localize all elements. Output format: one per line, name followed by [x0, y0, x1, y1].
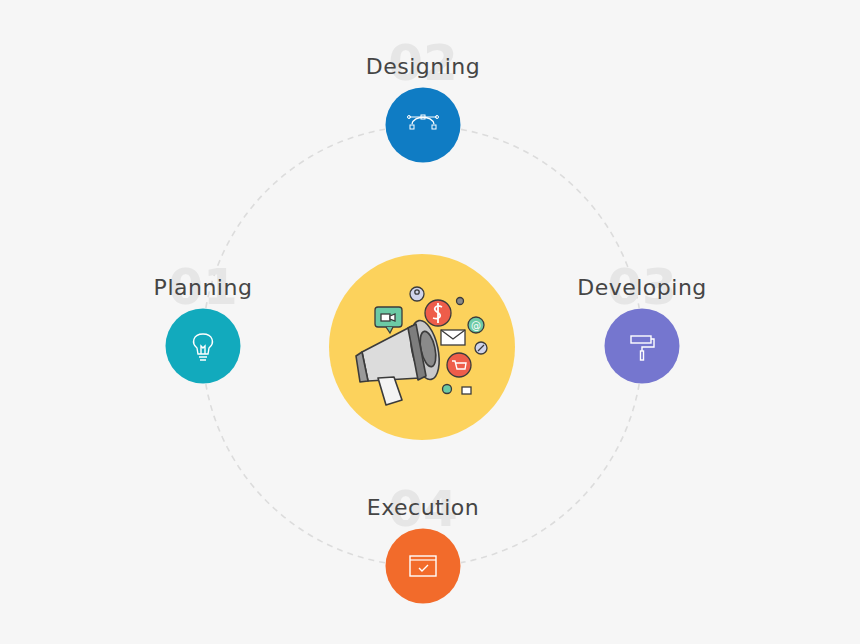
step-circle: [385, 87, 461, 163]
svg-text:@: @: [471, 320, 481, 331]
step-circle: [165, 308, 241, 384]
center-disc: [329, 254, 515, 440]
step-heading: Planning: [154, 275, 253, 300]
step-node: Execution: [367, 495, 479, 604]
step-node: Designing: [366, 54, 480, 163]
step-heading: Designing: [366, 54, 480, 79]
step-icon: [385, 528, 461, 604]
megaphone: [356, 318, 444, 405]
step-node: Developing: [577, 275, 707, 384]
marketing-icons: @: [375, 287, 487, 394]
step-heading: Execution: [367, 495, 479, 520]
step-circle: [385, 528, 461, 604]
step-icon: [165, 308, 241, 384]
step-heading: Developing: [577, 275, 707, 300]
step-circle: [604, 308, 680, 384]
step-icon: [604, 308, 680, 384]
step-icon: [385, 87, 461, 163]
step-node: Planning: [154, 275, 253, 384]
